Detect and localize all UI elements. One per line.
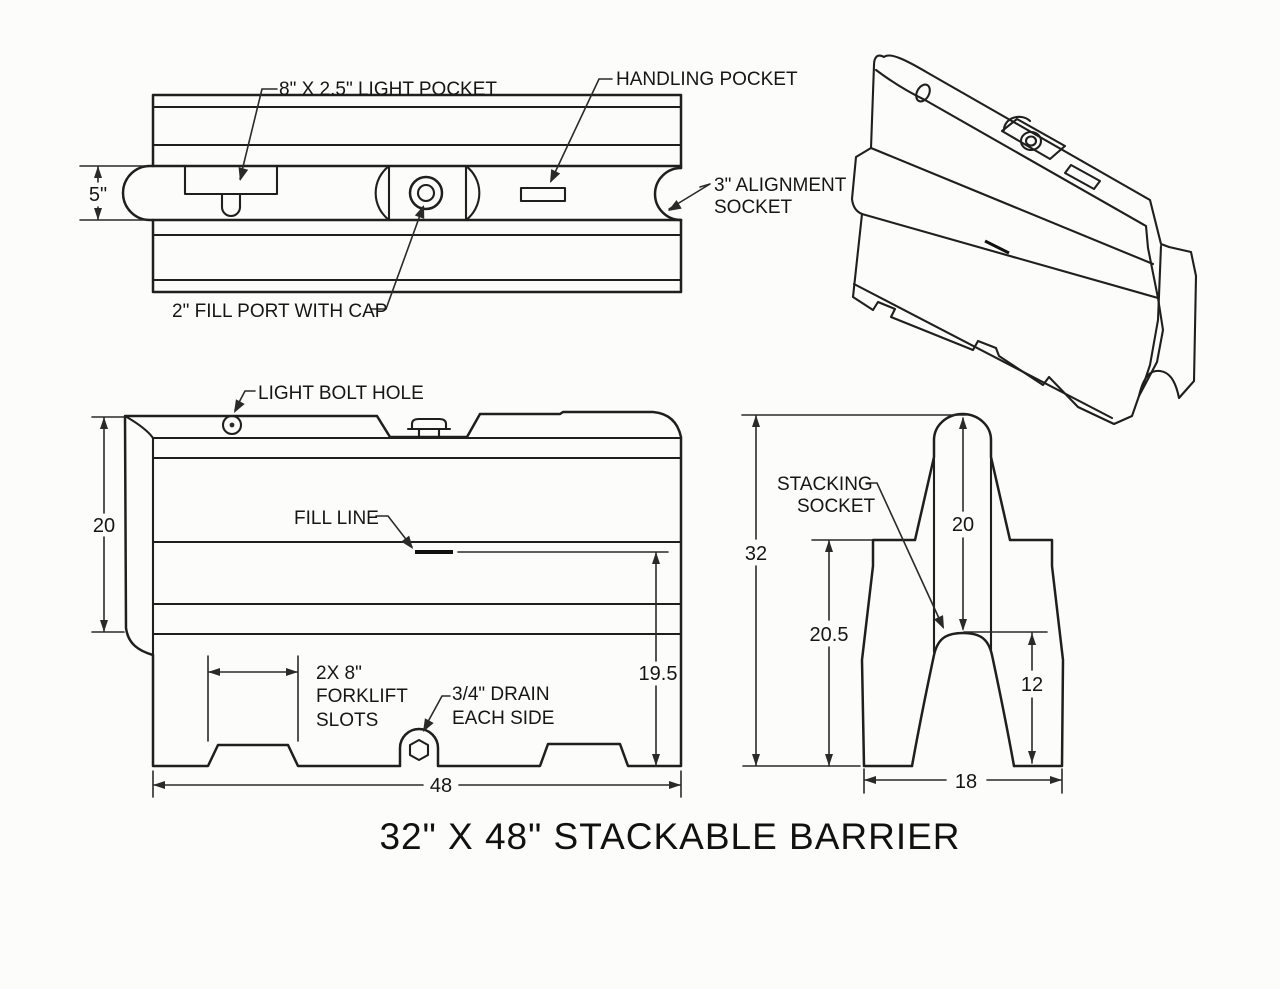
drain-label-2: EACH SIDE: [452, 708, 554, 729]
dim-shoulder-height-text: 20.5: [810, 624, 849, 646]
forklift-label-3: SLOTS: [316, 710, 378, 731]
stacking-arch: [910, 631, 1016, 768]
dim-fill-height: 19.5: [639, 551, 678, 767]
iso-handling-slot: [1063, 163, 1102, 191]
handling-pocket-label: HANDLING POCKET: [616, 69, 798, 90]
light-bolt-hole-label: LIGHT BOLT HOLE: [258, 383, 424, 404]
light-pocket: [183, 164, 279, 196]
side-channel-lines: [932, 455, 993, 654]
dim-fill-height-text: 19.5: [639, 663, 678, 685]
dim-rail-width-text: 5": [89, 184, 107, 206]
front-view-leaders: [234, 390, 451, 732]
isometric-view: [850, 54, 1198, 426]
dim-arch-height-text: 12: [1021, 674, 1043, 696]
dim-overall-height: 32: [741, 414, 967, 767]
dim-body-height-text: 20: [93, 515, 115, 537]
dim-socket-depth: 20: [952, 417, 974, 631]
iso-bolt-hole: [915, 83, 931, 103]
iso-cap-platform: [1000, 117, 1067, 161]
side-view-leaders: [865, 482, 944, 629]
forklift-label-1: 2X 8": [316, 663, 362, 684]
iso-crease-mid: [860, 212, 1160, 300]
top-rail-band: [121, 164, 683, 222]
alignment-socket-label-1: 3" ALIGNMENT: [714, 175, 847, 196]
top-view: 5" 8" X 2.5" LIGHT POCKET HANDLING POCKE…: [79, 69, 847, 322]
side-view-outline: [860, 412, 1065, 768]
iso-crease-lower: [852, 282, 1114, 420]
drawing-title: 32" X 48" STACKABLE BARRIER: [379, 816, 960, 857]
drain-hex: [408, 738, 430, 762]
front-panel-lines: [151, 436, 683, 636]
dim-overall-height-text: 32: [745, 543, 767, 565]
handling-pocket: [519, 186, 567, 203]
alignment-socket-notch: [653, 166, 683, 222]
dim-overall-length: 48: [152, 770, 682, 798]
dim-overall-length-text: 48: [430, 775, 452, 797]
iso-fill-line-dash: [984, 239, 1010, 255]
dim-base-width-text: 18: [955, 771, 977, 793]
light-bolt-hole: [221, 414, 243, 436]
side-view: 32 20.5 20 12 18: [741, 412, 1065, 794]
dim-forklift-slots: [207, 655, 299, 742]
fill-port-inner-circle: [416, 183, 436, 203]
iso-fill-cap-outer: [1019, 130, 1043, 152]
dim-rail-width: 5": [79, 165, 147, 221]
top-view-leaders: [238, 78, 711, 310]
fill-port-label: 2" FILL PORT WITH CAP: [172, 301, 387, 322]
iso-fill-cap-inner: [1024, 135, 1038, 147]
dim-body-height: 20: [91, 416, 125, 633]
iso-silhouette: [850, 54, 1198, 426]
dim-shoulder-height: 20.5: [810, 539, 873, 767]
alignment-socket-label-2: SOCKET: [714, 197, 793, 218]
fill-port-barrel: [374, 164, 481, 222]
dim-socket-depth-text: 20: [952, 514, 974, 536]
iso-end-profile-edge: [1137, 224, 1165, 398]
dim-base-width: 18: [863, 768, 1063, 794]
iso-end-wing-edge: [1139, 244, 1163, 394]
stacking-socket-label-1: STACKING: [777, 474, 873, 495]
fill-line-label: FILL LINE: [294, 508, 379, 529]
forklift-label-2: FORKLIFT: [316, 686, 408, 707]
front-endcap-curve: [123, 414, 155, 657]
dim-arch-height: 12: [963, 631, 1048, 764]
fill-port-outer-circle: [408, 175, 444, 211]
top-view-outline: [151, 93, 683, 294]
iso-cap-dome: [1002, 115, 1032, 132]
top-view-panel-lines: [151, 105, 683, 282]
drain-label-1: 3/4" DRAIN: [452, 684, 550, 705]
fill-cap-profile: [406, 417, 452, 439]
iso-crease-upper: [869, 146, 1155, 266]
light-pocket-label: 8" X 2.5" LIGHT POCKET: [279, 79, 497, 100]
front-view: 20 19.5 48: [91, 383, 683, 798]
light-bolt-hole-center: [229, 422, 235, 428]
light-pocket-tab: [220, 192, 242, 218]
stacking-socket-label-2: SOCKET: [797, 496, 876, 517]
